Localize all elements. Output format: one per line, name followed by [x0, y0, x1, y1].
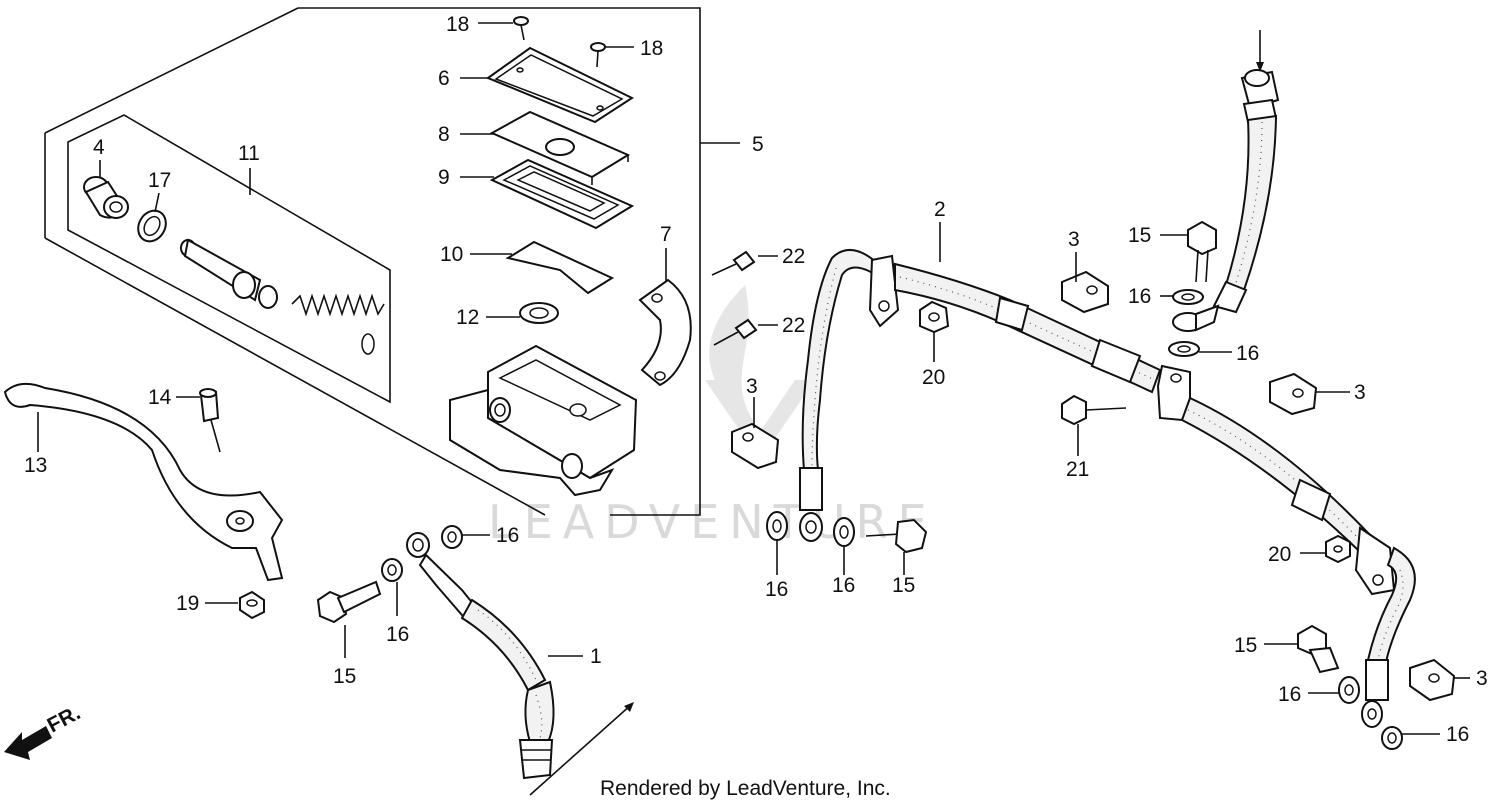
assembly-frame [44, 7, 740, 516]
callout-1: 1 [590, 645, 602, 668]
callout-22: 22 [782, 245, 805, 268]
callout-9: 9 [438, 166, 450, 189]
part-spring [291, 293, 385, 355]
part-hose-2 [799, 249, 1416, 728]
callout-15: 15 [1234, 634, 1257, 657]
part-circlip [137, 209, 167, 243]
callout-16: 16 [1446, 723, 1469, 746]
callout-7: 7 [660, 223, 672, 246]
front-direction-label: FR. [44, 701, 85, 737]
callout-3: 3 [746, 375, 758, 398]
part-washer-16c [766, 511, 788, 541]
callout-16: 16 [496, 524, 519, 547]
callout-11: 11 [238, 142, 260, 165]
callout-16: 16 [1128, 285, 1151, 308]
callout-19: 19 [176, 592, 199, 615]
part-washer-16b [441, 525, 463, 549]
piston-kit-frame [67, 114, 391, 404]
part-clamp-3a [731, 422, 780, 470]
callout-3: 3 [1068, 228, 1080, 251]
front-direction-arrow: FR. [4, 701, 84, 760]
part-seal-12 [519, 302, 559, 324]
part-diaphragm-plate [489, 110, 631, 185]
part-bolt-15b [865, 518, 928, 554]
callout-16: 16 [832, 574, 855, 597]
part-bolt-21 [1061, 394, 1127, 426]
part-plate-10 [505, 240, 615, 295]
callout-12: 12 [456, 306, 479, 329]
part-nut-20b [1325, 534, 1351, 564]
part-washer-16a [381, 558, 403, 582]
part-pivot-bolt [199, 388, 221, 453]
callout-14: 14 [148, 386, 172, 409]
credit-text: Rendered by LeadVenture, Inc. [600, 777, 891, 800]
part-piston [180, 238, 278, 309]
callout-16: 16 [765, 578, 788, 601]
part-washer-16h [1381, 726, 1403, 750]
callout-17: 17 [148, 169, 171, 192]
part-boot [83, 176, 129, 219]
part-washer-16e [1172, 289, 1204, 305]
part-bolt-15c [1187, 220, 1217, 283]
callout-18: 18 [640, 37, 663, 60]
part-bolt-15a [316, 580, 382, 624]
callout-15: 15 [333, 665, 356, 688]
callout-22: 22 [782, 314, 805, 337]
part-screw-18a [513, 16, 529, 41]
callout-16: 16 [1278, 683, 1301, 706]
callout-10: 10 [440, 243, 463, 266]
part-holder-7 [638, 278, 692, 387]
part-clamp-3d [1409, 658, 1456, 702]
part-nut-20a [919, 300, 950, 334]
part-hose-upper [1172, 69, 1280, 332]
flow-arrow-bottom [529, 702, 634, 796]
part-diaphragm [489, 158, 635, 230]
callout-20: 20 [922, 366, 945, 389]
callout-18: 18 [446, 13, 469, 36]
callout-8: 8 [438, 123, 450, 146]
flow-arrow-top [1256, 30, 1264, 72]
leader-lines [37, 22, 1470, 735]
part-washer-16d [833, 517, 855, 547]
callout-2: 2 [934, 198, 946, 221]
part-cap [485, 46, 635, 124]
callout-20: 20 [1268, 543, 1291, 566]
watermark-text: LEADVENTURE [488, 495, 937, 549]
part-nut-19 [239, 590, 265, 620]
callout-16: 16 [386, 623, 409, 646]
part-bolt-22a [711, 250, 756, 276]
part-washer-16g [1338, 676, 1360, 704]
callout-15: 15 [892, 574, 915, 597]
part-cylinder-body [449, 344, 638, 497]
part-clamp-3c [1269, 372, 1318, 416]
callout-3: 3 [1354, 381, 1366, 404]
part-hose-1 [406, 532, 555, 780]
callout-3: 3 [1476, 667, 1488, 690]
part-bolt-15d [1297, 624, 1340, 674]
part-screw-18b [590, 42, 606, 68]
part-washer-16f [1168, 341, 1200, 357]
callout-13: 13 [24, 454, 47, 477]
callout-16: 16 [1236, 342, 1259, 365]
callout-5: 5 [752, 133, 764, 156]
part-clamp-3b [1061, 270, 1109, 314]
callout-15: 15 [1128, 224, 1151, 247]
part-bolt-22b [713, 318, 758, 346]
callout-21: 21 [1066, 458, 1089, 481]
part-lever [3, 382, 284, 582]
callouts: 18 18 6 8 9 10 12 7 5 4 17 11 14 13 19 1… [24, 13, 1488, 746]
callout-4: 4 [93, 136, 105, 159]
callout-6: 6 [438, 67, 450, 90]
